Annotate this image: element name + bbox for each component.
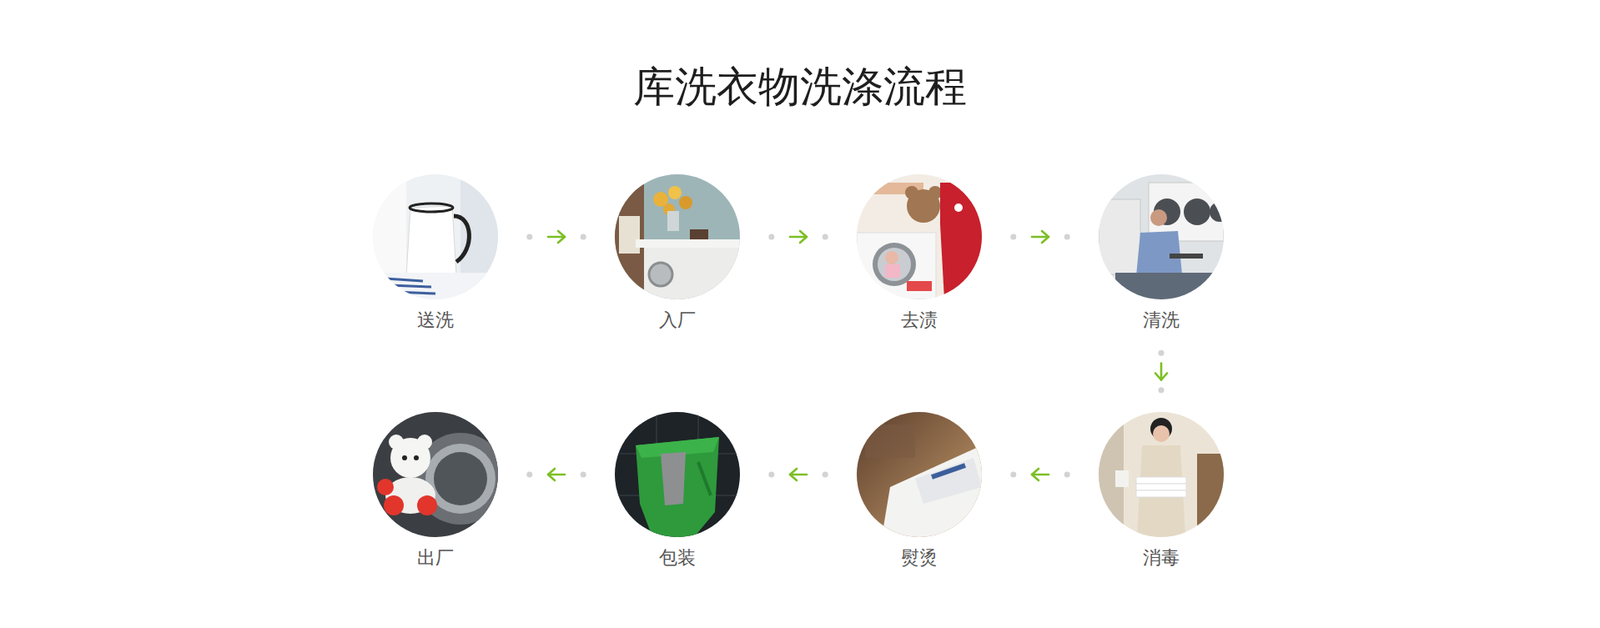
flow-arrow [1010,468,1070,481]
step-label: 清洗 [1098,309,1224,332]
pitcher-photo [372,174,499,300]
process-step: 熨烫 [856,412,982,569]
process-step: 出厂 [372,412,499,569]
photo-circle [1098,174,1224,300]
step-label: 入厂 [614,309,740,332]
flow-arrow [526,468,586,481]
delivery-photo [372,412,507,538]
process-step: 入厂 [614,174,740,332]
step-label: 去渍 [856,309,982,332]
process-step: 送洗 [372,174,499,332]
flow-arrow [768,468,828,481]
step-label: 包装 [614,547,740,569]
photo-circle [856,412,982,538]
photo-circle [1098,412,1224,538]
process-step: 消毒 [1098,412,1224,569]
stain-removal-photo [856,174,982,300]
process-step: 清洗 [1098,174,1224,332]
photo-circle [856,174,982,300]
process-step: 去渍 [856,174,982,332]
packing-photo [614,412,740,538]
disinfection-photo [1098,412,1224,538]
step-label: 熨烫 [856,547,982,569]
flow-arrow [1010,231,1070,243]
diagram-title: 库洗衣物洗涤流程 [0,60,1600,114]
ironing-photo [856,412,982,538]
photo-circle [372,412,499,538]
flow-arrow [768,231,828,243]
process-step: 包装 [614,412,740,569]
photo-circle [614,412,740,538]
flow-arrow [1155,350,1168,394]
step-label: 消毒 [1098,547,1224,569]
flow-arrow [526,231,586,243]
photo-circle [372,174,499,300]
washing-photo [1098,174,1230,300]
step-label: 出厂 [372,547,499,569]
step-label: 送洗 [372,309,499,332]
photo-circle [614,174,740,300]
kitchen-photo [614,174,740,300]
